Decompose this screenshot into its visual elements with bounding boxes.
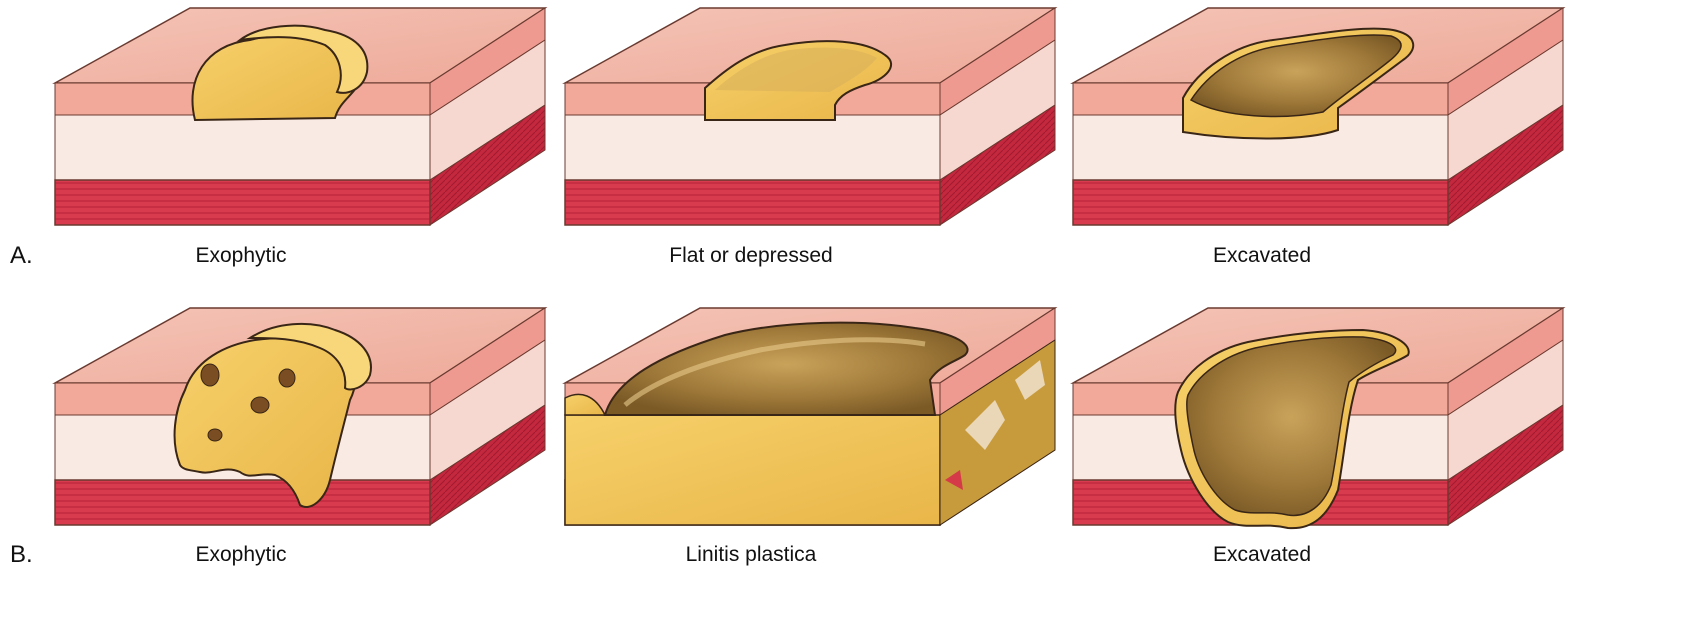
panel-b-excavated: [1073, 308, 1563, 528]
caption-a-flat-or-depressed: Flat or depressed: [669, 244, 832, 267]
panel-a-flat-or-depressed: [565, 8, 1055, 225]
caption-b-exophytic: Exophytic: [195, 543, 286, 566]
caption-b-excavated: Excavated: [1213, 543, 1311, 566]
caption-b-linitis-plastica: Linitis plastica: [686, 543, 817, 566]
panel-b-linitis-plastica: [565, 308, 1055, 525]
panel-a-exophytic: [55, 8, 545, 225]
panel-a-excavated: [1073, 8, 1563, 225]
panel-b-exophytic: [55, 308, 545, 525]
row-label-a: A.: [10, 242, 33, 269]
caption-a-exophytic: Exophytic: [195, 244, 286, 267]
caption-a-excavated: Excavated: [1213, 244, 1311, 267]
row-label-b: B.: [10, 541, 33, 568]
